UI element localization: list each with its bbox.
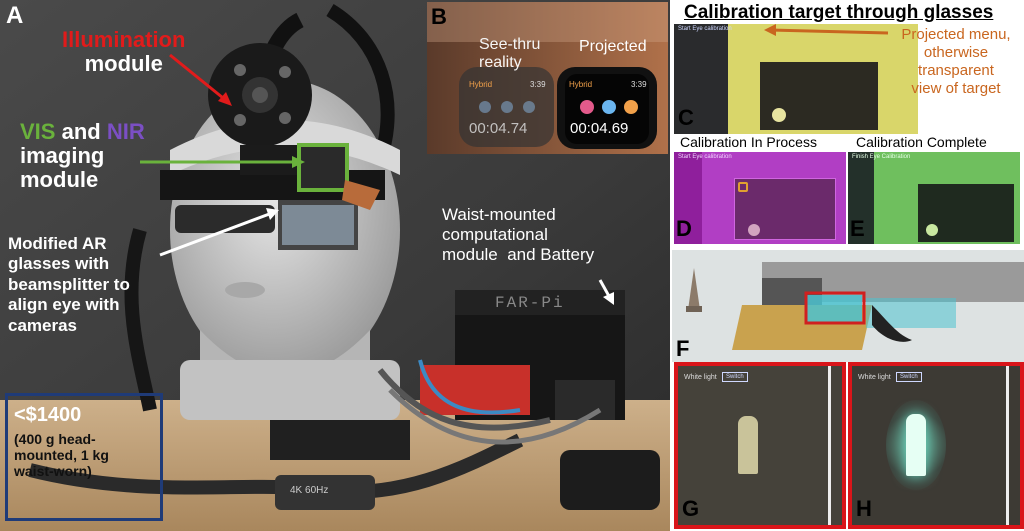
cost-line3: mounted, 1 kg (14, 447, 109, 463)
cost-line1: <$1400 (14, 404, 82, 426)
and-label: and (55, 119, 107, 144)
cost-line4: waist-worn) (14, 463, 92, 479)
waist-line1: Waist-mounted (442, 205, 556, 224)
waist-label: Waist-mounted computational module and B… (442, 205, 594, 265)
panel-f-letter: F (676, 336, 690, 361)
panel-c-note: Projected menu, otherwise transparent vi… (888, 26, 1024, 98)
panel-d-caption: Calibration In Process (680, 134, 817, 150)
glasses-line4: align eye with (8, 295, 120, 315)
panel-e-menu: Finish Eye Calibration (852, 154, 911, 160)
panel-h-menu: White light (858, 374, 891, 381)
waist-line3: module and Battery (442, 245, 595, 265)
cable-label: 4K 60Hz (290, 485, 329, 496)
cost-line2: (400 g head- (14, 431, 96, 447)
illumination-label: Illumination module (62, 27, 186, 77)
panel-h: White light Switch H (848, 362, 1024, 529)
panel-g-menu: White light (684, 374, 717, 381)
panel-d-image: Start Eye calibration D (674, 152, 846, 244)
glasses-label: Modified AR glasses with beamsplitter to… (8, 234, 130, 336)
panel-b-illustration (427, 2, 668, 154)
vis-label: VIS (20, 119, 56, 144)
glasses-line2: glasses with (8, 254, 110, 274)
specimen-h (906, 414, 926, 476)
panel-c-letter: C (678, 105, 694, 130)
panel-d-letter: D (676, 216, 692, 241)
right-watch-clock: 3:39 (631, 80, 647, 89)
panel-h-switch[interactable]: Switch (896, 372, 922, 382)
right-watch-timer: 00:04.69 (570, 120, 629, 137)
note-line1: Projected menu, (901, 26, 1011, 43)
illumination-line1: Illumination (62, 27, 186, 52)
panel-e-caption: Calibration Complete (856, 134, 987, 150)
panel-b: B See-thru reality Projected Hybrid 3:39… (427, 2, 668, 154)
right-watch-mode: Hybrid (569, 80, 593, 89)
projected-label: Projected (579, 38, 647, 55)
note-line3: transparent (918, 62, 994, 79)
nir-label: NIR (106, 119, 145, 144)
note-line4: view of target (911, 80, 1001, 97)
imaging-line3: module (20, 167, 99, 193)
panel-c-image: Start Eye calibration (674, 24, 1020, 134)
panel-c-menu: Start Eye calibration (678, 26, 732, 32)
cost-box: <$1400 (400 g head- mounted, 1 kg waist-… (5, 393, 163, 521)
left-watch-timer: 00:04.74 (469, 120, 528, 137)
panel-f-render (672, 250, 1024, 362)
left-watch-clock: 3:39 (530, 80, 546, 89)
panel-a-letter: A (6, 2, 24, 29)
panel-h-letter: H (856, 496, 872, 521)
panel-g: White light Switch G (674, 362, 846, 529)
right-top-panel: Calibration target through glasses Start… (670, 0, 1024, 248)
panel-e-letter: E (850, 216, 865, 241)
glasses-line1: Modified AR (8, 234, 107, 253)
glasses-line3: beamsplitter to (8, 274, 130, 294)
target-dot (772, 108, 786, 122)
left-watch-mode: Hybrid (469, 80, 493, 89)
panel-c-title: Calibration target through glasses (684, 2, 994, 23)
panel-e-image: Finish Eye Calibration E (848, 152, 1020, 244)
panel-g-switch[interactable]: Switch (722, 372, 748, 382)
panel-g-letter: G (682, 496, 700, 521)
panel-b-letter: B (431, 4, 447, 29)
box-brand: FAR-Pi (495, 294, 565, 312)
waist-line2: computational (442, 225, 548, 245)
glasses-line5: cameras (8, 315, 78, 335)
imaging-line2: imaging (20, 143, 105, 169)
panel-f: F (672, 250, 1024, 362)
see-thru-line2: reality (479, 54, 522, 72)
note-line2: otherwise (923, 44, 989, 61)
panel-c-arrow (764, 24, 889, 36)
see-thru-label: See-thru reality (479, 36, 540, 73)
illumination-line2: module (84, 51, 163, 77)
panel-d-menu: Start Eye calibration (678, 154, 732, 160)
see-thru-line1: See-thru (479, 36, 541, 53)
specimen-g (738, 416, 758, 474)
imaging-label: VIS and NIR imaging module (20, 119, 145, 193)
